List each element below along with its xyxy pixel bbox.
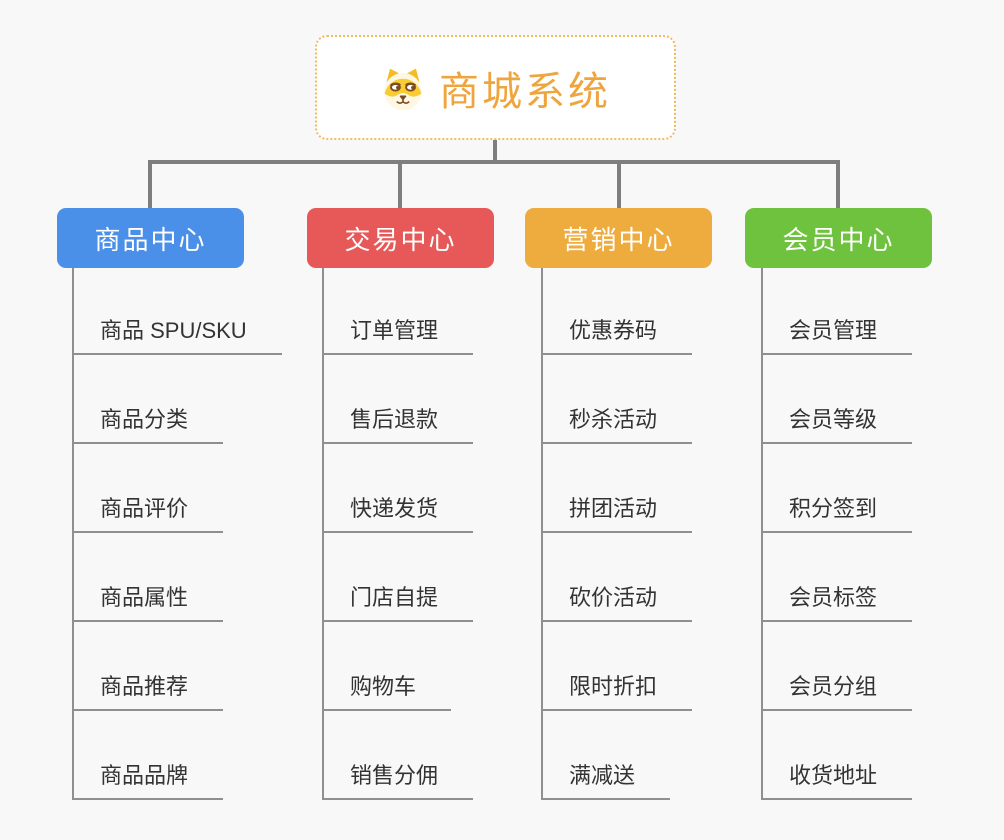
leaf-node[interactable]: 收货地址 bbox=[761, 761, 913, 800]
connector-drop-member bbox=[836, 162, 840, 208]
branch-member-center[interactable]: 会员中心 bbox=[745, 208, 932, 268]
connector-root-vertical bbox=[493, 139, 497, 162]
leaf-node[interactable]: 砍价活动 bbox=[541, 583, 693, 622]
branch-trade-center[interactable]: 交易中心 bbox=[307, 208, 494, 268]
leaf-node[interactable]: 商品 SPU/SKU bbox=[72, 316, 282, 355]
leaf-node[interactable]: 满减送 bbox=[541, 761, 671, 800]
leaf-node[interactable]: 商品评价 bbox=[72, 494, 224, 533]
leaf-node[interactable]: 积分签到 bbox=[761, 494, 913, 533]
leaf-node[interactable]: 会员分组 bbox=[761, 672, 913, 711]
leaf-node[interactable]: 优惠券码 bbox=[541, 316, 693, 355]
leaf-node[interactable]: 商品属性 bbox=[72, 583, 224, 622]
leaf-node[interactable]: 会员标签 bbox=[761, 583, 913, 622]
leaf-node[interactable]: 会员管理 bbox=[761, 316, 913, 355]
root-node[interactable]: 商城系统 bbox=[315, 35, 676, 140]
leaf-node[interactable]: 订单管理 bbox=[322, 316, 474, 355]
leaf-node[interactable]: 门店自提 bbox=[322, 583, 474, 622]
leaf-node[interactable]: 售后退款 bbox=[322, 405, 474, 444]
branch-marketing-center[interactable]: 营销中心 bbox=[525, 208, 712, 268]
leaf-node[interactable]: 商品分类 bbox=[72, 405, 224, 444]
branch-product-center[interactable]: 商品中心 bbox=[57, 208, 244, 268]
leaf-node[interactable]: 拼团活动 bbox=[541, 494, 693, 533]
connector-horizontal bbox=[148, 160, 840, 164]
leaf-node[interactable]: 商品推荐 bbox=[72, 672, 224, 711]
leaf-node[interactable]: 会员等级 bbox=[761, 405, 913, 444]
leaf-node[interactable]: 销售分佣 bbox=[322, 761, 474, 800]
leaf-node[interactable]: 快递发货 bbox=[322, 494, 474, 533]
leaf-node[interactable]: 限时折扣 bbox=[541, 672, 693, 711]
leaf-node[interactable]: 商品品牌 bbox=[72, 761, 224, 800]
connector-drop-trade bbox=[398, 162, 402, 208]
leaf-node[interactable]: 购物车 bbox=[322, 672, 452, 711]
root-title: 商城系统 bbox=[439, 69, 611, 114]
connector-drop-product bbox=[148, 162, 152, 208]
leaf-node[interactable]: 秒杀活动 bbox=[541, 405, 693, 444]
connector-drop-marketing bbox=[617, 162, 621, 208]
shiba-dog-icon bbox=[380, 65, 426, 111]
